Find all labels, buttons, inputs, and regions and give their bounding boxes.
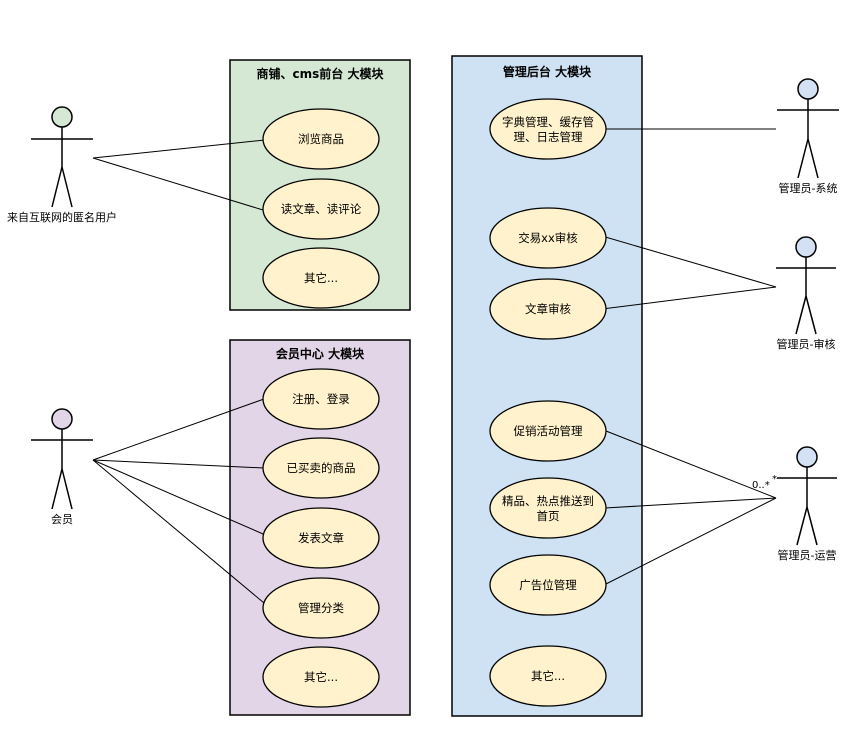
use-case-promotion-label: 促销活动管理: [514, 424, 583, 438]
actor-head-icon: [797, 78, 819, 100]
actor-admin-system[interactable]: [777, 78, 839, 179]
actor-anonymous-user[interactable]: [31, 106, 93, 208]
use-case-trade-audit-label: 交易xx审核: [518, 231, 578, 245]
use-case-ad-slots[interactable]: [489, 554, 607, 616]
use-case-publish-article[interactable]: [262, 507, 380, 569]
use-case-ad-slots-label: 广告位管理: [519, 578, 577, 592]
actor-head-icon: [796, 446, 818, 468]
association-lines: [92, 128, 777, 609]
admin-module-box: [451, 55, 643, 717]
use-case-manage-categories[interactable]: [262, 577, 380, 639]
actor-member[interactable]: [31, 408, 93, 510]
use-case-article-audit[interactable]: [489, 278, 607, 340]
actor-admin-audit-label: 管理员-审核: [777, 337, 836, 351]
use-case-register-login[interactable]: [262, 368, 380, 430]
use-case-admin-other-label: 其它...: [531, 669, 565, 683]
use-case-dictionary-line2: 理、日志管理: [514, 130, 583, 144]
multiplicity-lower-label: 0..*: [752, 480, 770, 491]
use-case-article-audit-label: 文章审核: [525, 302, 571, 316]
use-case-trade-audit[interactable]: [489, 207, 607, 269]
use-case-store-other-label: 其它...: [304, 271, 338, 285]
use-case-admin-other[interactable]: [489, 645, 607, 707]
actor-member-label: 会员: [51, 513, 73, 526]
use-case-featured-line1: 精品、热点推送到: [502, 494, 594, 508]
actor-head-icon: [51, 106, 73, 128]
use-case-featured-push[interactable]: [489, 477, 607, 539]
member-module-title: 会员中心 大模块: [276, 346, 365, 361]
actor-admin-operations-label: 管理员-运营: [778, 548, 837, 562]
use-case-dictionary-line1: 字典管理、缓存管: [502, 115, 594, 129]
use-case-manage-categories-label: 管理分类: [298, 601, 344, 615]
actor-admin-audit[interactable]: [776, 236, 836, 335]
actor-head-icon: [51, 408, 73, 430]
use-case-member-other[interactable]: [262, 646, 380, 708]
multiplicity-upper-label: *: [772, 474, 777, 485]
use-case-read-articles[interactable]: [262, 178, 380, 240]
use-case-bought-sold-label: 已买卖的商品: [287, 461, 356, 475]
actor-admin-system-label: 管理员-系统: [779, 181, 838, 195]
use-case-publish-article-label: 发表文章: [298, 531, 344, 545]
use-case-store-other[interactable]: [262, 247, 380, 309]
use-case-bought-sold[interactable]: [262, 437, 380, 499]
use-case-featured-line2: 首页: [537, 509, 560, 523]
use-case-browse-products[interactable]: [262, 108, 380, 170]
use-case-member-other-label: 其它...: [304, 670, 338, 684]
use-case-dictionary-cache-log[interactable]: [489, 98, 607, 160]
actor-anonymous-user-label: 来自互联网的匿名用户: [7, 210, 117, 224]
store-module-title: 商铺、cms前台 大模块: [257, 66, 385, 81]
use-case-read-articles-label: 读文章、读评论: [281, 202, 362, 216]
use-case-promotion[interactable]: [489, 400, 607, 462]
use-case-register-login-label: 注册、登录: [292, 392, 350, 406]
actor-head-icon: [795, 236, 817, 258]
use-case-browse-products-label: 浏览商品: [298, 132, 344, 146]
admin-module-title: 管理后台 大模块: [503, 64, 592, 79]
actor-admin-operations[interactable]: [777, 446, 837, 546]
